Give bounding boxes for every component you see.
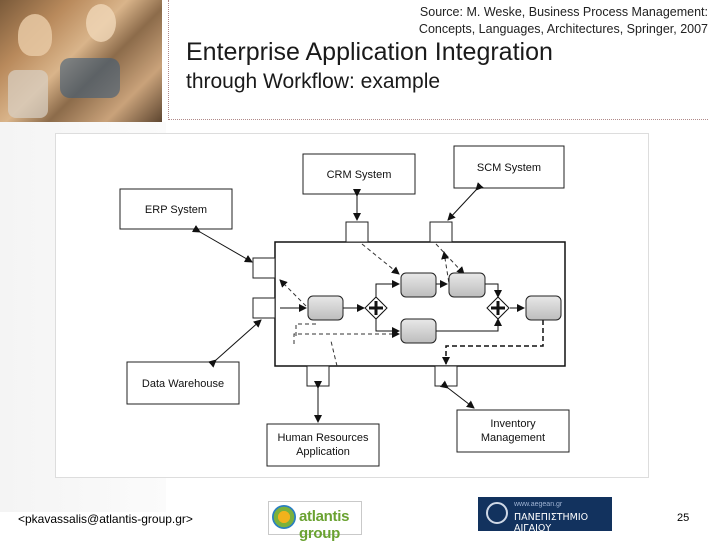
photo-person (18, 14, 52, 56)
slide-subtitle: through Workflow: example (186, 70, 441, 93)
data-warehouse-label: Data Warehouse (142, 378, 224, 390)
university-aegean-logo: www.aegean.gr ΠΑΝΕΠΙΣΤΗΜΙΟ ΑΙΓΑΙΟΥ (478, 497, 612, 534)
task (307, 295, 344, 321)
inventory-management-box: Inventory Management (456, 409, 570, 453)
workflow-diagram: CRM System SCM System ERP System Data Wa… (56, 134, 648, 477)
university-seal-icon (486, 502, 508, 524)
atlantis-ring-icon (272, 505, 296, 529)
parallel-gateway-join (486, 296, 510, 320)
task (400, 272, 437, 298)
university-url: www.aegean.gr (514, 501, 563, 508)
photo-person (86, 4, 116, 42)
hr-label-line2: Application (296, 446, 350, 458)
inventory-label-line2: Management (481, 432, 545, 444)
source-line-2: Concepts, Languages, Architectures, Spri… (418, 22, 708, 36)
workflow-diagram-svg: CRM System SCM System ERP System Data Wa… (119, 145, 570, 467)
dw-adapter (252, 297, 276, 319)
scm-adapter (429, 221, 453, 243)
erp-system-box: ERP System (119, 188, 233, 230)
author-email: <pkavassalis@atlantis-group.gr> (18, 512, 193, 526)
crm-system-label: CRM System (327, 169, 392, 181)
atlantis-logo-text: atlantis group (299, 508, 350, 542)
hr-adapter (306, 365, 330, 387)
inventory-label-line1: Inventory (490, 418, 536, 430)
slide-title: Enterprise Application Integration (186, 38, 553, 66)
task (525, 295, 562, 321)
crm-system-box: CRM System (302, 153, 416, 195)
erp-system-label: ERP System (145, 204, 207, 216)
inventory-adapter (434, 365, 458, 387)
page-number: 25 (677, 512, 690, 524)
parallel-gateway-split (364, 296, 388, 320)
source-citation: Source: M. Weske, Business Process Manag… (348, 4, 708, 38)
data-warehouse-box: Data Warehouse (126, 361, 240, 405)
photo-laptop (60, 58, 120, 98)
atlantis-group-logo: atlantis group (268, 501, 362, 542)
scm-system-box: SCM System (453, 145, 565, 189)
erp-adapter (252, 257, 276, 279)
header-divider-vertical (168, 0, 170, 120)
header-photo (0, 0, 162, 122)
human-resources-box: Human Resources Application (266, 423, 380, 467)
task (400, 318, 437, 344)
scm-system-label: SCM System (477, 162, 541, 174)
hr-label-line1: Human Resources (277, 432, 369, 444)
source-line-1: Source: M. Weske, Business Process Manag… (419, 5, 708, 19)
university-name: ΠΑΝΕΠΙΣΤΗΜΙΟ ΑΙΓΑΙΟΥ (514, 512, 589, 534)
photo-paper (8, 70, 48, 118)
header-divider-horizontal (168, 119, 708, 120)
crm-adapter (345, 221, 369, 243)
task (448, 272, 486, 298)
